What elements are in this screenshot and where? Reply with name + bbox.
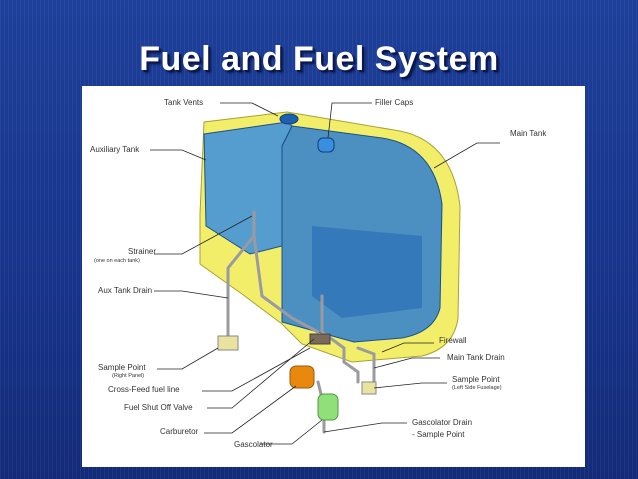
label-sample-point-right: Sample Point xyxy=(98,363,146,372)
fuel-shut-off-valve xyxy=(309,333,331,345)
label-auxiliary-tank: Auxiliary Tank xyxy=(90,145,140,154)
carburetor-shape xyxy=(289,365,315,389)
fuel-system-illustration xyxy=(150,102,500,445)
label-sample-point-right-sub: (Right Panel) xyxy=(112,373,145,379)
label-gascolator-drain-1: Gascolator Drain xyxy=(412,418,473,427)
filler-cap-1 xyxy=(279,113,299,125)
filler-cap-2 xyxy=(317,137,335,153)
aux-drain-plate xyxy=(217,335,239,351)
label-aux-tank-drain: Aux Tank Drain xyxy=(98,286,153,295)
label-fuel-shut-off: Fuel Shut Off Valve xyxy=(124,403,193,412)
label-cross-feed: Cross-Feed fuel line xyxy=(108,385,180,394)
main-tank-inner xyxy=(312,226,422,318)
label-firewall: Firewall xyxy=(439,336,467,345)
label-gascolator: Gascolator xyxy=(234,440,273,449)
fuel-lines xyxy=(226,210,376,434)
gascolator-shape xyxy=(317,393,339,421)
label-main-tank: Main Tank xyxy=(510,129,547,138)
diagram-panel: Tank Vents Filler Caps Main Tank Auxilia… xyxy=(82,86,585,467)
slide-title: Fuel and Fuel System xyxy=(139,40,499,78)
label-tank-vents: Tank Vents xyxy=(164,98,204,107)
leader-lines xyxy=(150,102,500,445)
label-strainer: Strainer xyxy=(128,247,157,256)
label-sample-point-left: Sample Point xyxy=(452,375,500,384)
label-strainer-sub: (one on each tank) xyxy=(94,258,140,264)
label-carburetor: Carburetor xyxy=(160,427,199,436)
main-drain-plate xyxy=(361,381,377,395)
label-sample-point-left-sub: (Left Side Fuselage) xyxy=(452,385,502,391)
label-filler-caps: Filler Caps xyxy=(375,98,414,107)
label-gascolator-drain-2: - Sample Point xyxy=(412,430,465,439)
label-main-tank-drain: Main Tank Drain xyxy=(447,353,505,362)
